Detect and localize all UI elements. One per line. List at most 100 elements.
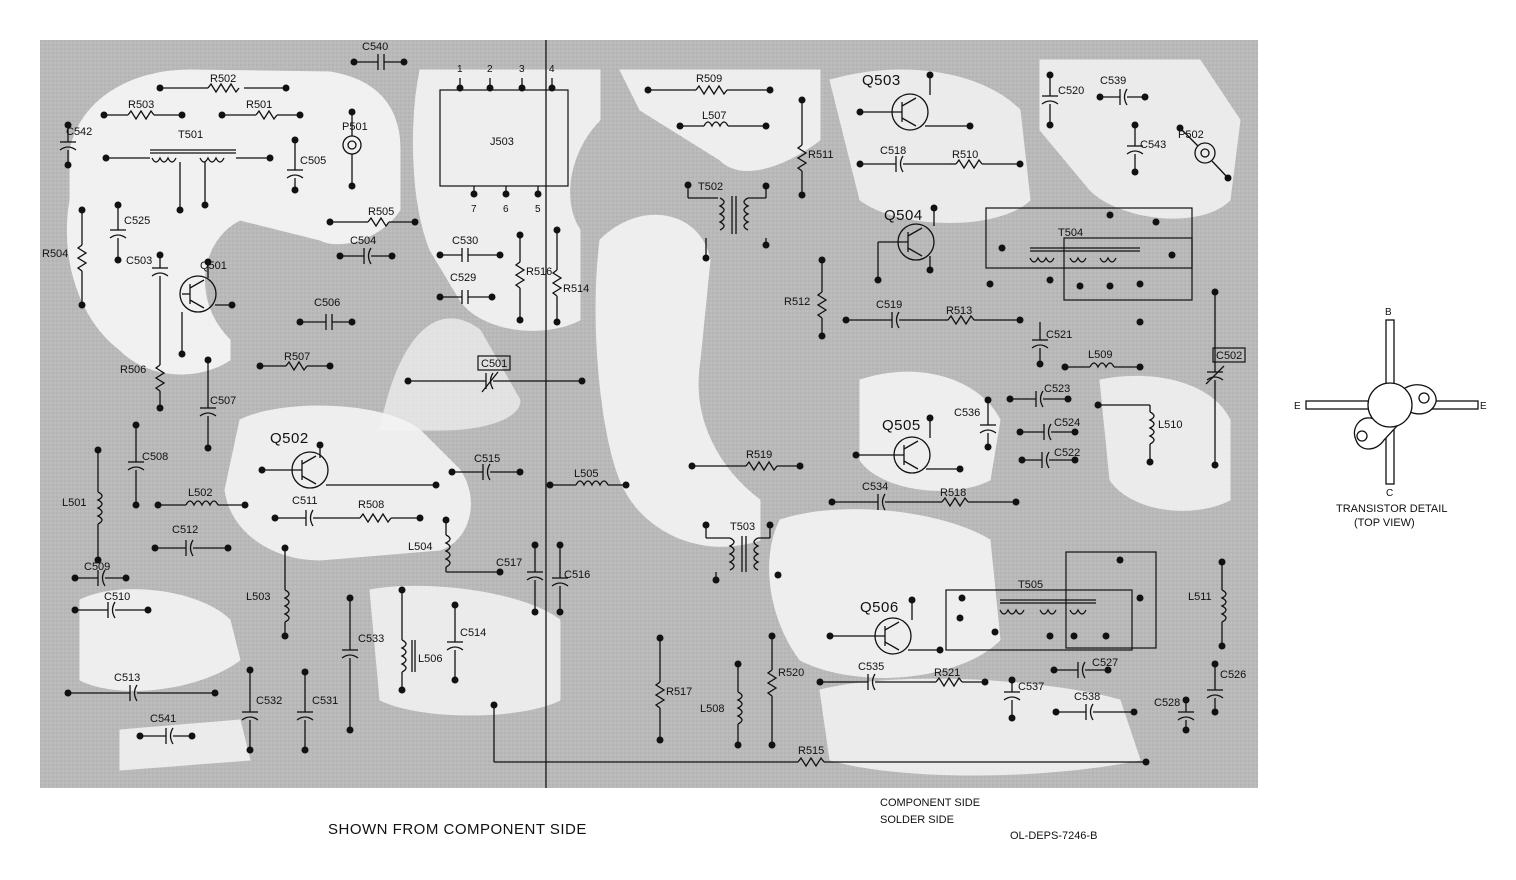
label-c521: C521: [1046, 329, 1072, 341]
label-c517: C517: [496, 557, 522, 569]
label-c538: C538: [1074, 691, 1100, 703]
label-t504: T504: [1058, 227, 1083, 239]
label-q502: Q502: [270, 430, 309, 447]
label-r520: R520: [778, 667, 804, 679]
label-c515: C515: [474, 453, 500, 465]
label-l510: L510: [1158, 419, 1182, 431]
label-c540: C540: [362, 41, 388, 53]
label-c529: C529: [450, 272, 476, 284]
label-t505: T505: [1018, 579, 1043, 591]
solder-pads: [64, 58, 1232, 766]
label-c524: C524: [1054, 417, 1080, 429]
label-r511: R511: [808, 149, 833, 161]
label-c506: C506: [314, 297, 340, 309]
label-c535: C535: [858, 661, 884, 673]
label-c508: C508: [142, 451, 168, 463]
label-j503: J503: [490, 136, 514, 148]
label-c505: C505: [300, 155, 326, 167]
label-r503: R503: [128, 99, 154, 111]
label-l501: L501: [62, 497, 86, 509]
label-c503: C503: [126, 255, 152, 267]
label-c501: C501: [481, 358, 507, 370]
label-l502: L502: [188, 487, 212, 499]
label-c514: C514: [460, 627, 486, 639]
label-q501: Q501: [200, 260, 227, 272]
label-c526: C526: [1220, 669, 1246, 681]
label-c541: C541: [150, 713, 176, 725]
label-r510: R510: [952, 149, 978, 161]
label-c522: C522: [1054, 447, 1080, 459]
label-c507: C507: [210, 395, 236, 407]
label-q504: Q504: [884, 207, 923, 224]
label-r505: R505: [368, 206, 394, 218]
label-r507: R507: [284, 351, 310, 363]
label-t502: T502: [698, 181, 723, 193]
label-c532: C532: [256, 695, 282, 707]
solder-side-caption: SOLDER SIDE: [880, 814, 954, 826]
transistor-detail: B C E E TRANSISTOR DETAIL (TOP VIEW): [1294, 307, 1487, 529]
j503-pin-6: 6: [503, 204, 509, 215]
label-c525: C525: [124, 215, 150, 227]
label-c519: C519: [876, 299, 902, 311]
label-l506: L506: [418, 653, 442, 665]
label-c502: C502: [1216, 350, 1242, 362]
label-c539: C539: [1100, 75, 1126, 87]
label-l504: L504: [408, 541, 432, 553]
label-r521: R521: [934, 667, 960, 679]
label-c511: C511: [292, 495, 317, 507]
label-c504: C504: [350, 235, 376, 247]
label-c543: C543: [1140, 139, 1166, 151]
label-r514: R514: [563, 283, 589, 295]
label-c534: C534: [862, 481, 888, 493]
label-r501: R501: [246, 99, 272, 111]
label-q503: Q503: [862, 72, 901, 89]
c502-label-box: [1212, 347, 1246, 363]
j503-pin-3: 3: [519, 64, 525, 75]
label-l511: L511: [1188, 591, 1212, 603]
label-r515: R515: [798, 745, 824, 757]
label-c509: C509: [84, 561, 110, 573]
label-l503: L503: [246, 591, 270, 603]
label-c537: C537: [1018, 681, 1044, 693]
view-caption: SHOWN FROM COMPONENT SIDE: [328, 821, 587, 838]
label-c516: C516: [564, 569, 590, 581]
detail-subtitle: (TOP VIEW): [1354, 517, 1415, 529]
label-c530: C530: [452, 235, 478, 247]
label-r516: R516: [526, 266, 552, 278]
label-p501: P501: [342, 121, 368, 133]
detail-pin-e-right: E: [1480, 401, 1487, 412]
label-r506: R506: [120, 364, 146, 376]
label-r513: R513: [946, 305, 972, 317]
label-r502: R502: [210, 73, 236, 85]
label-c536: C536: [954, 407, 980, 419]
label-c510: C510: [104, 591, 130, 603]
label-r508: R508: [358, 499, 384, 511]
label-q506: Q506: [860, 599, 899, 616]
label-q505: Q505: [882, 417, 921, 434]
detail-pin-c: C: [1386, 488, 1393, 499]
label-t501: T501: [178, 129, 203, 141]
label-c523: C523: [1044, 383, 1070, 395]
label-r504: R504: [42, 248, 68, 260]
label-r517: R517: [666, 686, 692, 698]
label-l507: L507: [702, 110, 726, 122]
label-c531: C531: [312, 695, 338, 707]
j503-pin-4: 4: [549, 64, 555, 75]
label-r519: R519: [746, 449, 772, 461]
label-r512: R512: [784, 296, 810, 308]
label-p502: P502: [1178, 129, 1204, 141]
j503-pin-2: 2: [487, 64, 493, 75]
label-c533: C533: [358, 633, 384, 645]
label-c513: C513: [114, 672, 140, 684]
j503-pin-1: 1: [457, 64, 463, 75]
label-c518: C518: [880, 145, 906, 157]
label-c520: C520: [1058, 85, 1084, 97]
detail-pin-e-left: E: [1294, 401, 1301, 412]
detail-pin-b: B: [1385, 307, 1392, 318]
label-r518: R518: [940, 487, 966, 499]
label-l509: L509: [1088, 349, 1112, 361]
label-c512: C512: [172, 524, 198, 536]
label-r509: R509: [696, 73, 722, 85]
label-l505: L505: [574, 468, 598, 480]
